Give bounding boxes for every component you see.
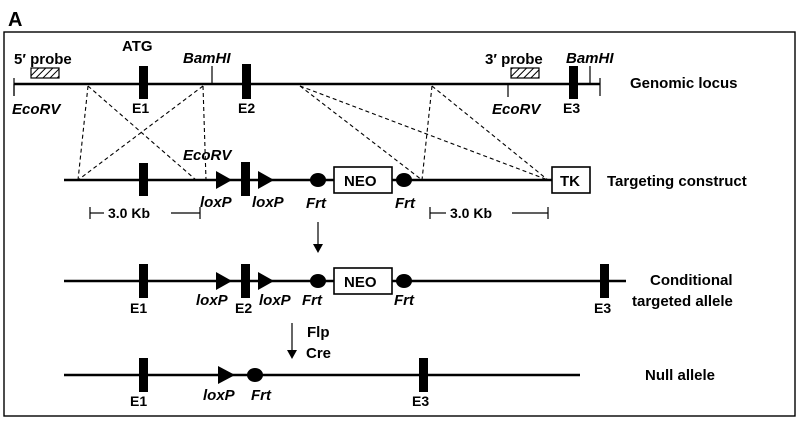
- left-arm-length: 3.0 Kb: [108, 205, 150, 221]
- homology-line-8: [431, 85, 549, 181]
- flp-cre-arrow-head: [287, 350, 297, 359]
- genomic-e2-label: E2: [238, 100, 255, 116]
- conditional-frt-label-1: Frt: [302, 292, 323, 309]
- construct-frt-2: [396, 173, 412, 187]
- homology-line-7: [421, 85, 433, 181]
- construct-loxp-2: [258, 171, 274, 189]
- conditional-allele-label-line2: targeted allele: [632, 293, 733, 310]
- conditional-neo-label: NEO: [344, 274, 377, 291]
- null-e3-label: E3: [412, 393, 429, 409]
- genomic-exon-e1: [139, 66, 148, 99]
- construct-loxp-1: [216, 171, 232, 189]
- conditional-e1-label: E1: [130, 300, 147, 316]
- conditional-e3-label: E3: [594, 300, 611, 316]
- ecorv-label-2: EcoRV: [492, 101, 542, 118]
- null-frt: [247, 368, 263, 382]
- conditional-frt-1: [310, 274, 326, 288]
- three-prime-probe: [510, 67, 540, 79]
- conditional-loxp-label-2: loxP: [259, 292, 292, 309]
- construct-frt-label-2: Frt: [395, 195, 416, 212]
- targeting-construct-label: Targeting construct: [607, 173, 747, 190]
- genomic-locus-label: Genomic locus: [630, 75, 738, 92]
- construct-loxp-label-1: loxP: [200, 194, 233, 211]
- three-prime-probe-label: 3′ probe: [485, 51, 543, 68]
- construct-exon-e2: [241, 162, 250, 196]
- genomic-e1-label: E1: [132, 100, 149, 116]
- conditional-allele-label-line1: Conditional: [650, 272, 733, 289]
- null-loxp-label: loxP: [203, 387, 236, 404]
- genomic-e3-label: E3: [563, 100, 580, 116]
- conditional-loxp-2: [258, 272, 274, 290]
- homology-line-4: [202, 85, 207, 181]
- ecorv-label-1: EcoRV: [12, 101, 62, 118]
- five-prime-probe: [30, 67, 60, 79]
- bamhi-label-2: BamHI: [566, 50, 614, 67]
- recombination-arrow-head: [313, 244, 323, 253]
- genomic-exon-e2: [242, 64, 251, 99]
- null-exon-e1: [139, 358, 148, 392]
- homology-line-3: [77, 85, 204, 181]
- five-prime-probe-label: 5′ probe: [14, 51, 72, 68]
- construct-tk-label: TK: [560, 173, 580, 190]
- conditional-frt-label-2: Frt: [394, 292, 415, 309]
- null-allele-label: Null allele: [645, 367, 715, 384]
- null-loxp: [218, 366, 235, 384]
- homology-line-2: [87, 85, 197, 181]
- figure-frame: [3, 31, 796, 417]
- conditional-frt-2: [396, 274, 412, 288]
- panel-label: A: [8, 9, 22, 31]
- conditional-neo-box: [333, 267, 393, 295]
- construct-tk-box: [551, 166, 591, 194]
- construct-neo-box: [333, 166, 393, 194]
- atg-label: ATG: [122, 38, 153, 55]
- construct-loxp-label-2: loxP: [252, 194, 285, 211]
- right-arm-length: 3.0 Kb: [450, 205, 492, 221]
- conditional-exon-e2: [241, 264, 250, 298]
- homology-line-6: [299, 85, 549, 181]
- null-frt-label: Frt: [251, 387, 272, 404]
- construct-neo-label: NEO: [344, 173, 377, 190]
- cre-label: Cre: [306, 345, 331, 362]
- null-exon-e3: [419, 358, 428, 392]
- construct-ecorv-label: EcoRV: [183, 147, 233, 164]
- conditional-loxp-1: [216, 272, 232, 290]
- construct-frt-label-1: Frt: [306, 195, 327, 212]
- conditional-exon-e3: [600, 264, 609, 298]
- conditional-e2-label: E2: [235, 300, 252, 316]
- homology-line-1: [77, 85, 89, 181]
- genomic-exon-e3: [569, 66, 578, 99]
- construct-frt-1: [310, 173, 326, 187]
- conditional-exon-e1: [139, 264, 148, 298]
- conditional-loxp-label-1: loxP: [196, 292, 229, 309]
- bamhi-label-1: BamHI: [183, 50, 231, 67]
- homology-line-5: [299, 85, 423, 181]
- null-e1-label: E1: [130, 393, 147, 409]
- flp-label: Flp: [307, 324, 330, 341]
- construct-exon-e1: [139, 163, 148, 196]
